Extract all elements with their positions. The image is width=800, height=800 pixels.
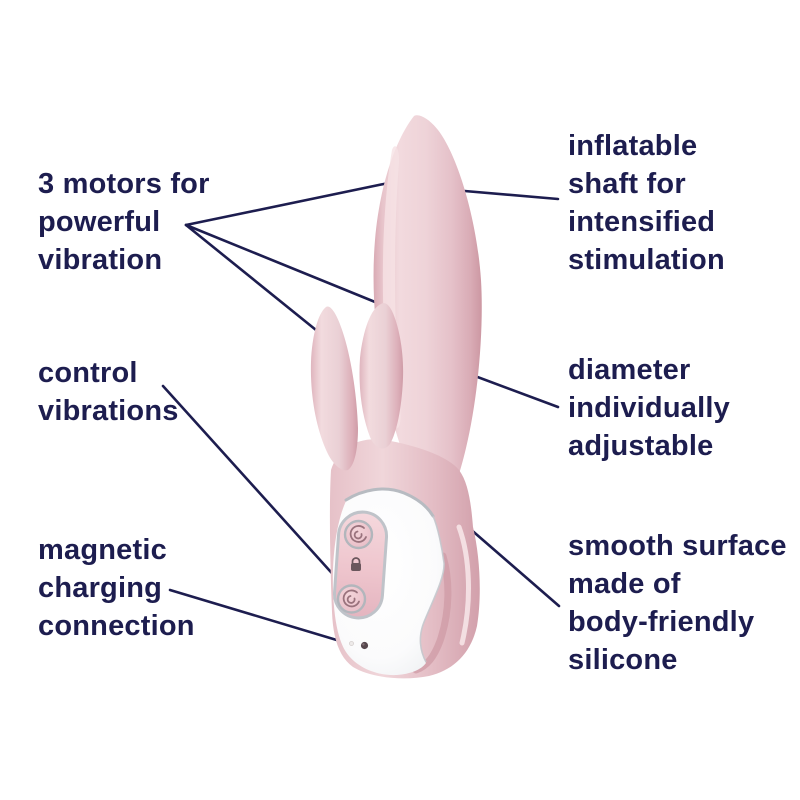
callout-diameter-line-3: adjustable xyxy=(568,430,714,462)
vibrator-device xyxy=(310,115,482,679)
callout-motors-line-3: vibration xyxy=(38,244,163,276)
charging-contact-highlight xyxy=(362,643,365,646)
magnetic-charging-contact xyxy=(360,641,369,650)
callout-magnetic: magnetic charging connection xyxy=(38,531,195,645)
callout-diameter: diameter individually adjustable xyxy=(568,351,730,465)
callout-control-line-1: control xyxy=(38,357,138,389)
callout-motors: 3 motors for powerful vibration xyxy=(38,165,210,279)
callout-smooth: smooth surface made of body-friendly sil… xyxy=(568,527,787,679)
callout-magnetic-line-3: connection xyxy=(38,610,195,642)
handle-edge-chrome xyxy=(419,515,445,663)
callout-motors-line-1: 3 motors for xyxy=(38,168,210,200)
middle-arm xyxy=(359,303,404,449)
handle-chrome-rim xyxy=(344,487,435,518)
callout-smooth-line-4: silicone xyxy=(568,644,678,676)
leader-line-inflatable xyxy=(451,188,560,201)
small-arm xyxy=(310,306,358,471)
leader-line-motors-shaft xyxy=(184,178,405,227)
callout-inflatable-line-1: inflatable xyxy=(568,130,698,162)
callout-magnetic-line-1: magnetic xyxy=(38,534,167,566)
vibration-button-top xyxy=(343,519,374,550)
wave-icon-bottom xyxy=(342,589,360,608)
callout-inflatable: inflatable shaft for intensified stimula… xyxy=(568,127,725,279)
callout-diameter-line-1: diameter xyxy=(568,354,691,386)
handle-dimple xyxy=(349,641,354,646)
callout-smooth-line-1: smooth surface xyxy=(568,530,787,562)
loop-crest-highlight xyxy=(456,524,471,646)
callout-control: control vibrations xyxy=(38,354,179,430)
loop-inner-shadow xyxy=(412,552,452,674)
callout-diameter-line-2: individually xyxy=(568,392,730,424)
callout-smooth-line-3: body-friendly xyxy=(568,606,755,638)
callout-magnetic-line-2: charging xyxy=(38,572,163,604)
wave-icon-top xyxy=(349,525,367,543)
leader-line-motors-middle-arm xyxy=(184,223,382,306)
callout-control-line-2: vibrations xyxy=(38,395,179,427)
leader-line-control xyxy=(161,384,350,593)
lock-icon xyxy=(351,557,361,571)
leader-line-motors-small-arm xyxy=(184,223,318,332)
callout-smooth-line-2: made of xyxy=(568,568,681,600)
callout-inflatable-line-2: shaft for xyxy=(568,168,686,200)
vibration-button-bottom xyxy=(336,584,367,614)
callout-inflatable-line-4: stimulation xyxy=(568,244,725,276)
callout-inflatable-line-3: intensified xyxy=(568,206,716,238)
leader-line-magnetic xyxy=(168,588,352,646)
callout-motors-line-2: powerful xyxy=(38,206,161,238)
